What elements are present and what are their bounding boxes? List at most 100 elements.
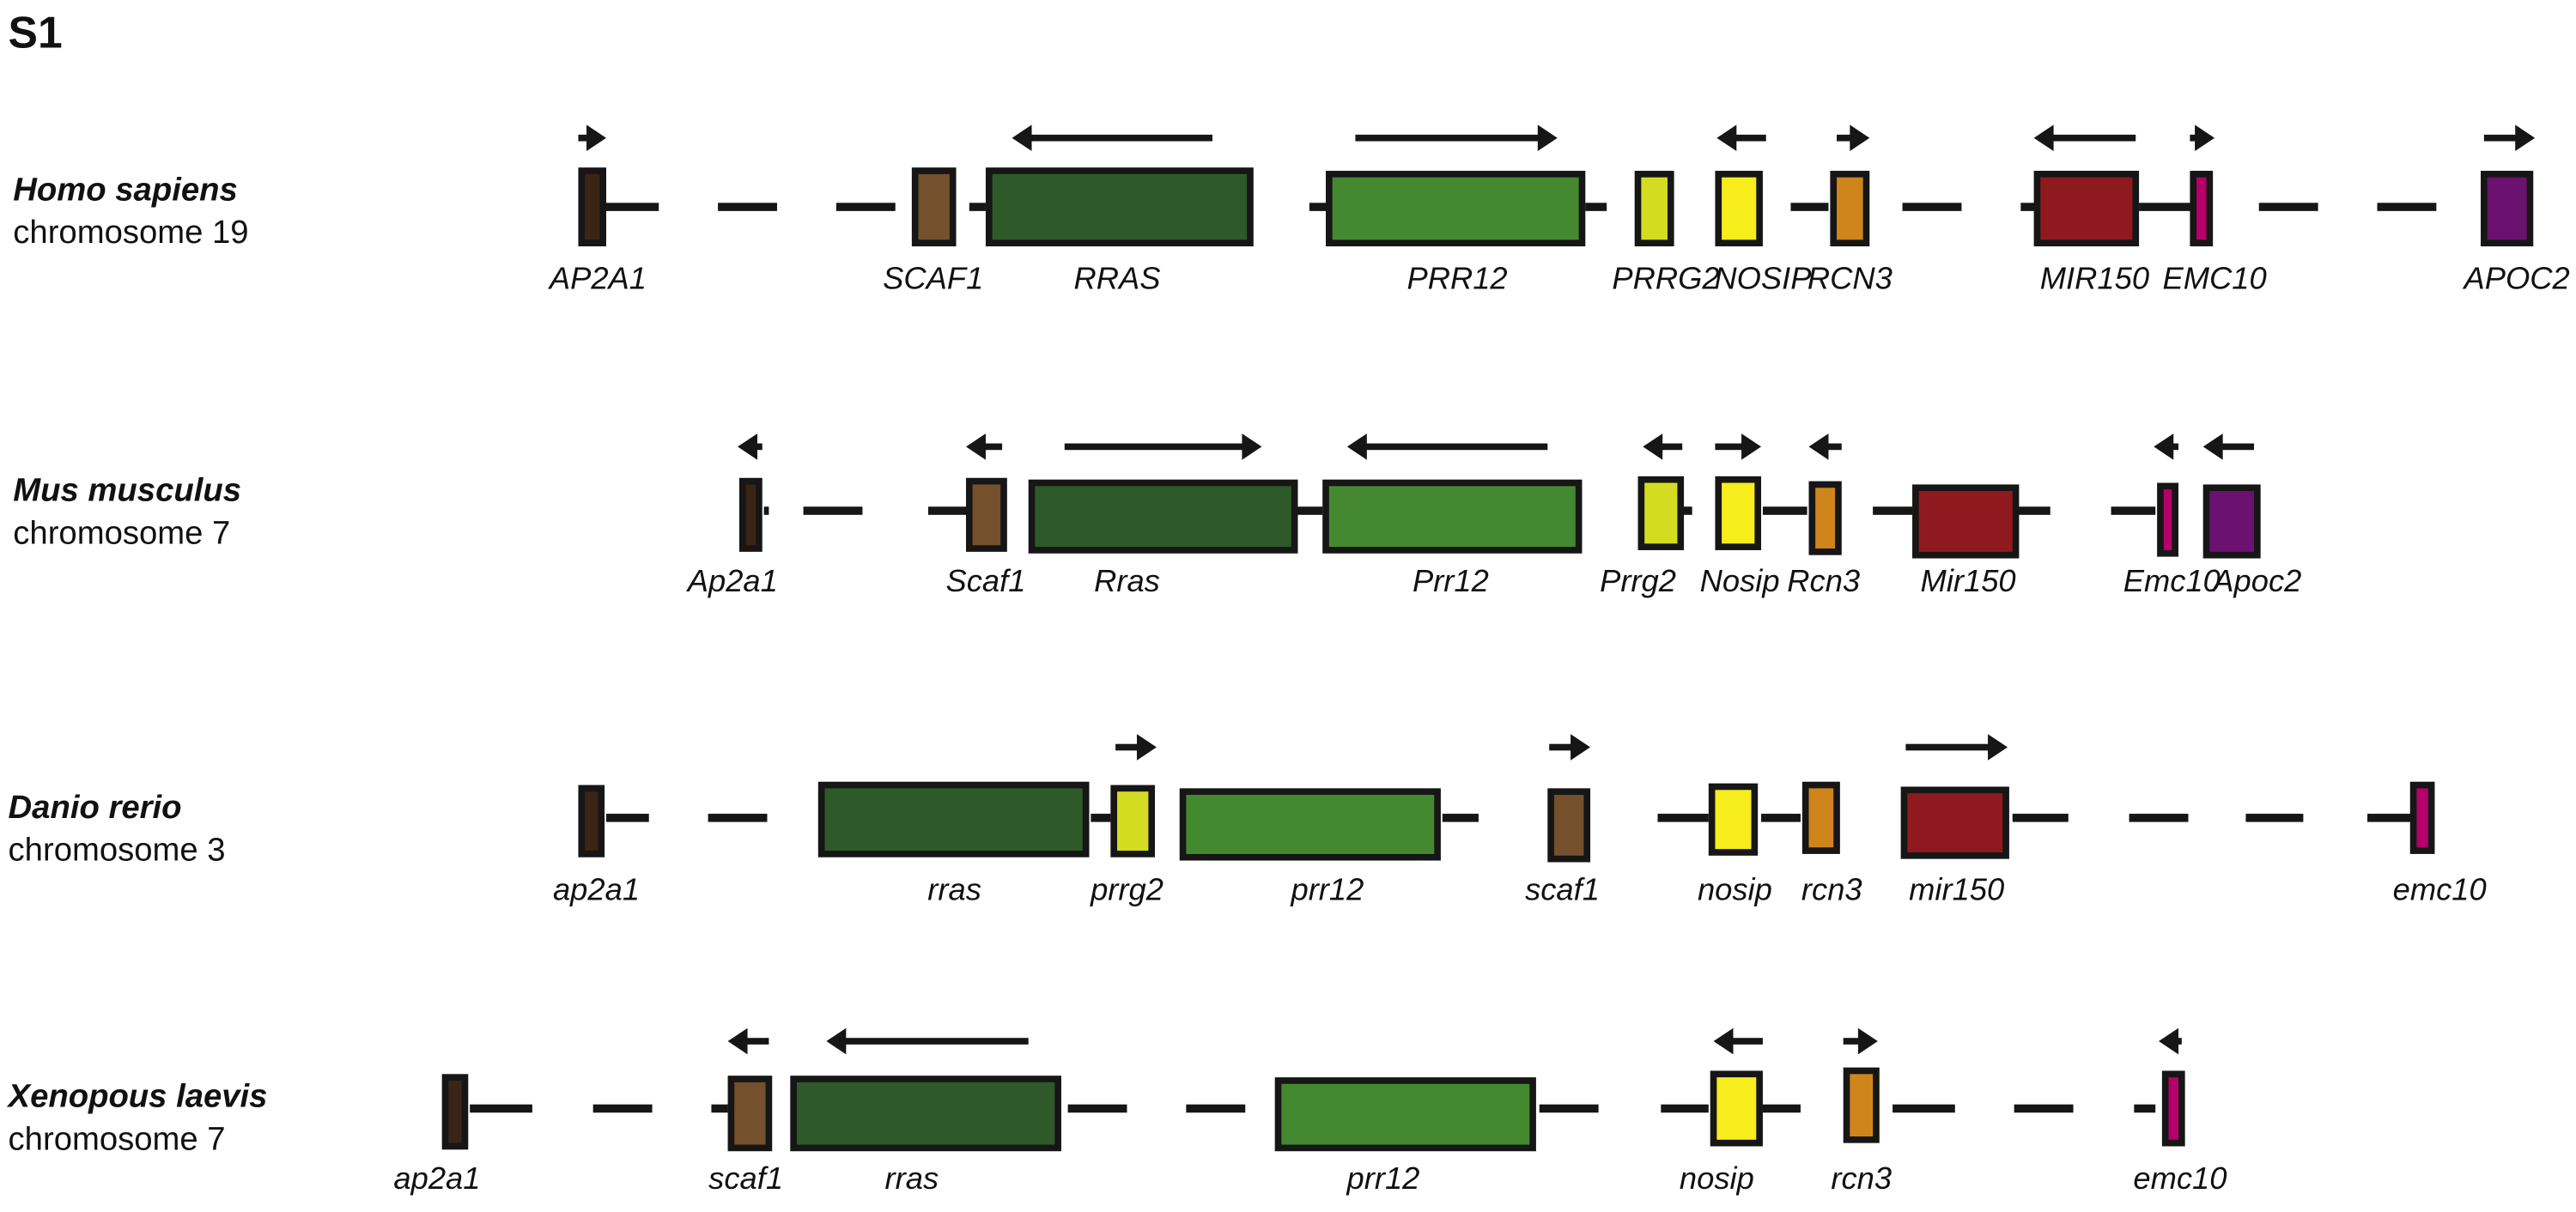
chromosome-segment xyxy=(927,506,966,515)
gene-label: emc10 xyxy=(2133,1160,2227,1196)
gene-label: Rcn3 xyxy=(1787,563,1860,598)
gene-box xyxy=(448,1080,462,1143)
gene-label: SCAF1 xyxy=(883,261,983,296)
gene-label: Prr12 xyxy=(1413,563,1489,598)
gene-box xyxy=(2487,177,2527,240)
gene-box xyxy=(1907,793,2003,852)
chromosome-segment xyxy=(1661,1104,1709,1113)
chromosome-segment xyxy=(2377,203,2437,211)
chromosome-segment xyxy=(711,1104,728,1113)
gene-prrg2: Prrg2 xyxy=(1600,433,1685,598)
arrow-right-icon xyxy=(1115,734,1157,761)
chromosome-segment xyxy=(2367,814,2412,822)
chromosome-segment xyxy=(2014,1104,2074,1113)
gene-box xyxy=(2040,177,2133,240)
gene-label: Mir150 xyxy=(1921,563,2016,598)
chromosome-segment xyxy=(2129,814,2189,822)
gene-box xyxy=(2163,489,2172,550)
gene-box xyxy=(796,1082,1055,1145)
arrow-right-icon xyxy=(1905,734,2008,761)
chromosome-segment xyxy=(1893,1104,1955,1113)
chromosome-segment xyxy=(1585,203,1607,211)
chromosome-segment xyxy=(605,814,649,822)
gene-rcn3: rcn3 xyxy=(1801,781,1862,906)
gene-label: Ap2a1 xyxy=(686,563,778,598)
arrow-right-icon xyxy=(1837,124,1870,152)
gene-label: PRRG2 xyxy=(1612,261,1719,296)
arrow-left-icon xyxy=(1808,433,1842,460)
arrow-left-icon xyxy=(2033,124,2136,152)
arrow-left-icon xyxy=(2202,433,2254,460)
chromosome-segment xyxy=(1762,1104,1801,1113)
gene-rras: rras xyxy=(790,1027,1061,1196)
arrow-right-icon xyxy=(2483,124,2536,152)
chromosome-segment xyxy=(592,1104,653,1113)
gene-label: NOSIP xyxy=(1714,261,1812,296)
chromosome-segment xyxy=(1902,203,1962,211)
gene-nosip: Nosip xyxy=(1700,433,1780,598)
gene-box xyxy=(734,1082,766,1145)
gene-label: emc10 xyxy=(2393,871,2487,906)
chromosome-segment xyxy=(1186,1104,1246,1113)
gene-apoc2: APOC2 xyxy=(2463,124,2570,296)
gene-label: Scaf1 xyxy=(945,563,1025,598)
gene-box xyxy=(1722,177,1757,240)
chromosome-segment xyxy=(763,506,769,515)
gene-label: rras xyxy=(885,1160,939,1196)
gene-label: scaf1 xyxy=(708,1160,783,1196)
gene-prr12: Prr12 xyxy=(1322,433,1583,598)
arrow-left-icon xyxy=(1643,433,1683,460)
gene-box xyxy=(1186,795,1435,854)
chromosome-segment xyxy=(2134,1104,2156,1113)
species-name: Mus musculus xyxy=(13,472,241,509)
gene-mir150: mir150 xyxy=(1900,734,2009,906)
chromosome-segment xyxy=(1657,814,1709,822)
gene-prrg2: prrg2 xyxy=(1090,734,1163,906)
chromosome-label: chromosome 7 xyxy=(13,514,230,551)
gene-label: nosip xyxy=(1698,871,1772,906)
gene-rcn3: rcn3 xyxy=(1831,1027,1892,1196)
chromosome-segment xyxy=(2139,203,2192,211)
arrow-left-icon xyxy=(2154,433,2178,460)
gene-label: mir150 xyxy=(1909,871,2004,906)
species-name: Danio rerio xyxy=(9,789,182,826)
gene-box xyxy=(1035,486,1291,548)
arrow-right-icon xyxy=(1715,433,1762,460)
gene-label: Prrg2 xyxy=(1600,563,1676,598)
chromosome-segment xyxy=(1790,203,1829,211)
gene-label: ap2a1 xyxy=(553,871,640,906)
species-name: Xenopous laevis xyxy=(7,1078,268,1115)
gene-ap2a1: AP2A1 xyxy=(548,124,647,296)
arrow-right-icon xyxy=(578,124,606,152)
gene-label: rras xyxy=(927,871,981,906)
gene-label: MIR150 xyxy=(2040,261,2149,296)
gene-box xyxy=(1837,177,1863,240)
arrow-right-icon xyxy=(1843,1027,1878,1055)
chromosome-segment xyxy=(1539,1104,1599,1113)
gene-emc10: EMC10 xyxy=(2162,124,2267,296)
gene-box xyxy=(2209,491,2254,552)
gene-label: prr12 xyxy=(1346,1160,1420,1196)
gene-box xyxy=(2416,788,2428,848)
gene-box xyxy=(1332,177,1579,240)
gene-box xyxy=(745,484,756,546)
gene-box xyxy=(585,173,600,240)
arrow-left-icon xyxy=(826,1027,1029,1055)
arrow-left-icon xyxy=(738,433,762,460)
gene-label: prr12 xyxy=(1290,871,1364,906)
chromosome-segment xyxy=(601,203,659,211)
arrow-left-icon xyxy=(2159,1027,2182,1055)
gene-box xyxy=(1281,1083,1530,1145)
gene-mir150: MIR150 xyxy=(2033,124,2149,296)
gene-box xyxy=(972,484,1001,546)
gene-label: prrg2 xyxy=(1090,871,1163,906)
gene-prrg2: PRRG2 xyxy=(1612,170,1720,296)
gene-label: scaf1 xyxy=(1525,871,1600,906)
gene-box xyxy=(1808,788,1834,848)
chromosome-segment xyxy=(2245,814,2304,822)
gene-box xyxy=(824,788,1083,851)
